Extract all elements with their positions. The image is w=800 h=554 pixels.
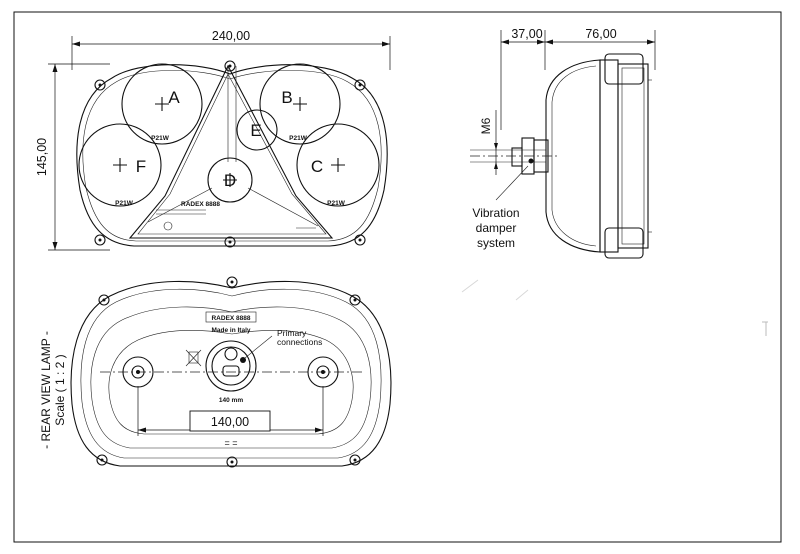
depth-dimension-2: 76,00 [585, 27, 616, 41]
rear-screw [226, 276, 238, 288]
divider-line [247, 187, 319, 227]
scan-artifact [515, 289, 529, 301]
side-mount-lug-top [604, 53, 644, 85]
rear-screw [226, 456, 238, 468]
side-lens-inner [621, 67, 645, 245]
thread-size-label: M6 [479, 117, 493, 134]
scan-artifact [461, 279, 479, 293]
bulb-mark [155, 97, 169, 111]
rear-screw [349, 454, 361, 466]
width-dimension-label: 240,00 [212, 29, 250, 43]
connections-leader [244, 335, 273, 359]
connections-label-2: connections [277, 337, 322, 347]
rear-view: - REAR VIEW LAMP - Scale ( 1 : 2 ) [39, 276, 392, 468]
front-screw [94, 234, 106, 246]
callout-line-2: damper [476, 221, 517, 235]
chamber-label-a: A [168, 88, 180, 107]
depth-dimension-1: 37,00 [511, 27, 542, 41]
front-housing-outline [76, 64, 388, 247]
rear-housing-floor [108, 329, 354, 435]
chamber-circle-f [78, 123, 162, 207]
chamber-label-c: C [311, 157, 323, 176]
side-view: 37,00 76,00 M6 Vibration damper s [470, 27, 656, 259]
spacing-dimension-label: 140,00 [211, 415, 249, 429]
bulb-label: P21W [327, 200, 346, 207]
connections-label-1: Primary [277, 328, 307, 338]
rear-screw [96, 454, 108, 466]
bulb-label: P21W [115, 200, 134, 207]
rear-housing-outline [70, 280, 392, 467]
drawing-frame [13, 11, 782, 543]
side-lens [617, 63, 649, 249]
chamber-circle-d [207, 157, 253, 203]
central-reflector-triangle [128, 64, 334, 239]
central-reflector-inner [137, 73, 327, 235]
side-bezel [599, 59, 619, 253]
damper-nut [511, 147, 523, 167]
bulb-mark [223, 173, 237, 187]
chamber-circle-a [121, 63, 203, 145]
chamber-circle-b [259, 63, 341, 145]
disposal-bin-icon [185, 349, 202, 367]
side-housing-inner [551, 65, 597, 247]
chamber-label-d: D [224, 171, 236, 190]
bulb-label: P21W [289, 135, 308, 142]
callout-leader [495, 165, 529, 201]
chamber-label-f: F [136, 157, 146, 176]
dimension-height: 145,00 [35, 63, 110, 251]
front-housing-inner-edge [82, 70, 382, 242]
rear-housing-edge [80, 288, 382, 459]
equal-spacing-marks: = = [224, 438, 237, 448]
front-screw [224, 60, 236, 72]
callout-line-3: system [477, 236, 515, 250]
chamber-circle-c [296, 123, 380, 207]
chamber-label-e: E [250, 121, 261, 140]
front-view: 240,00 145,00 [35, 29, 391, 251]
front-brand-label: RADEX 8888 [181, 201, 220, 208]
spacing-dimension-box [189, 410, 271, 432]
callout-line-1: Vibration [472, 206, 519, 220]
front-screw [224, 236, 236, 248]
rear-brand-label: RADEX 8888 [211, 315, 250, 322]
height-dimension-label: 145,00 [35, 138, 49, 176]
bulb-mark [113, 158, 127, 172]
primary-connector [205, 340, 257, 392]
divider-line [147, 187, 213, 223]
vibration-damper [470, 137, 560, 175]
bulb-mark [293, 97, 307, 111]
rear-screw [349, 294, 361, 306]
front-screw [94, 79, 106, 91]
chamber-circle-e [236, 109, 278, 151]
dimension-width: 240,00 [71, 29, 391, 70]
bulb-mark [331, 158, 345, 172]
connector-spacing-label: 140 mm [219, 397, 243, 404]
side-housing-dome [545, 59, 601, 253]
approval-mark-icon [163, 221, 173, 231]
front-screw [354, 79, 366, 91]
rear-view-scale: Scale ( 1 : 2 ) [53, 354, 67, 425]
rear-brand-plate [205, 311, 257, 323]
side-mount-lug-bottom [604, 227, 644, 259]
chamber-label-b: B [281, 88, 292, 107]
rear-screw [98, 294, 110, 306]
made-in-label: Made in Italy [211, 327, 250, 334]
front-screw [354, 234, 366, 246]
rear-view-title: - REAR VIEW LAMP - [39, 331, 53, 449]
bulb-label: P21W [151, 135, 170, 142]
